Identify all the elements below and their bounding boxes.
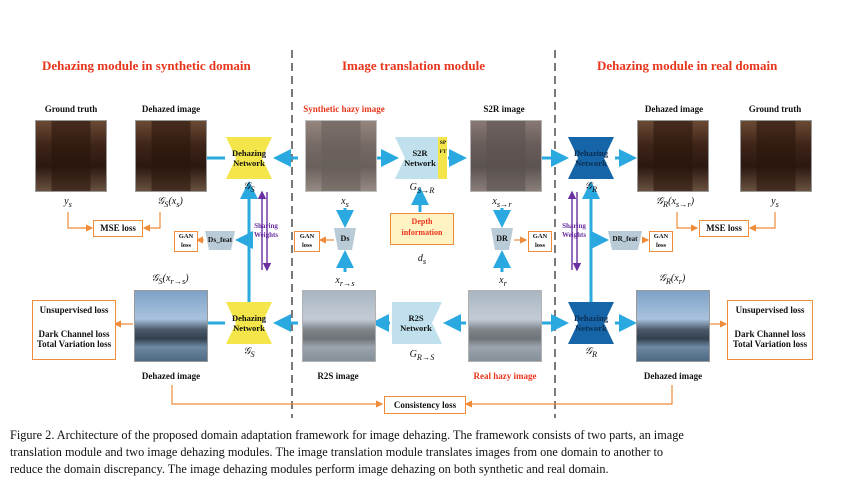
unsupervised-loss-title-right: Unsupervised loss — [735, 305, 805, 315]
dark-channel-loss-left: Dark Channel loss — [38, 329, 110, 339]
label-dehazed-bottom-right: Dehazed image — [643, 371, 703, 381]
depth-information-box: Depth information — [390, 213, 454, 245]
dr-label: DR — [496, 234, 508, 243]
photo-dehazed-bottom-left — [134, 290, 208, 362]
gan-loss-dr-feat: GAN loss — [649, 231, 673, 252]
photo-synthetic-hazy — [305, 120, 377, 192]
photo-r2s-image — [302, 290, 376, 362]
gan-loss-ds-feat: GAN loss — [174, 231, 198, 252]
r2s-network-label: R2S Network — [400, 313, 432, 333]
label-synthetic-hazy: Synthetic hazy image — [303, 104, 385, 114]
photo-dehazed-top-right — [637, 120, 709, 192]
math-xs: xs — [341, 196, 349, 209]
math-g-s2r: GS→R — [409, 182, 435, 195]
label-dehazed-bottom-left: Dehazed image — [141, 371, 201, 381]
photo-dehazed-bottom-right — [636, 290, 710, 362]
unsupervised-loss-right: Unsupervised loss Dark Channel loss Tota… — [727, 300, 813, 360]
math-ys-left: ys — [64, 196, 72, 209]
dehazing-network-top-left-shape — [226, 137, 272, 179]
ds-feat-label: Ds_feat — [207, 235, 233, 244]
total-variation-loss-left: Total Variation loss — [36, 339, 112, 349]
caption-line-1: Figure 2. Architecture of the proposed d… — [10, 428, 684, 442]
spft-label: SPFT — [439, 140, 447, 155]
sharing-weights-right: Sharing Weights — [561, 222, 587, 239]
figure-caption: Figure 2. Architecture of the proposed d… — [10, 427, 848, 478]
gan-loss-ds: GAN loss — [294, 231, 320, 252]
math-gs-xs: 𝒢S(xs) — [157, 196, 183, 209]
math-gs-top: 𝒢S — [243, 181, 255, 194]
mse-loss-right: MSE loss — [699, 220, 749, 237]
s2r-network-label: S2R Network — [404, 148, 436, 168]
dr-feat-label: DR_feat — [612, 235, 638, 243]
dehazing-network-top-right-label: Dehazing Network — [574, 148, 608, 168]
r2s-network-shape — [392, 302, 442, 344]
label-dehazed-top-right: Dehazed image — [644, 104, 704, 114]
photo-ground-truth-right — [740, 120, 812, 192]
math-gs-xr2s: 𝒢S(xr→s) — [151, 273, 189, 286]
mse-loss-left: MSE loss — [93, 220, 143, 237]
section-title-synthetic: Dehazing module in synthetic domain — [42, 58, 251, 73]
unsupervised-loss-left: Unsupervised loss Dark Channel loss Tota… — [32, 300, 116, 360]
label-dehazed-top-left: Dehazed image — [141, 104, 201, 114]
spft-block — [438, 137, 447, 179]
math-gr-xs2r: 𝒢R(xs→r) — [655, 196, 695, 209]
math-xr: xr — [499, 275, 507, 288]
section-title-real: Dehazing module in real domain — [597, 58, 778, 73]
math-gr-xr: 𝒢R(xr) — [658, 273, 686, 286]
photo-ground-truth-left — [35, 120, 107, 192]
dehazing-network-bottom-left-label: Dehazing Network — [232, 313, 266, 333]
ds-disc-shape — [334, 228, 356, 250]
photo-dehazed-top-left — [135, 120, 207, 192]
sharing-weights-left: Sharing Weights — [253, 222, 279, 239]
math-gr-bottom: 𝒢R — [584, 346, 598, 359]
dr-disc-shape — [491, 228, 513, 250]
ds-label: Ds — [340, 234, 350, 243]
section-title-translation: Image translation module — [342, 58, 485, 73]
math-ys-right: ys — [771, 196, 779, 209]
caption-line-3: reduce the domain discrepancy. The image… — [10, 462, 609, 476]
dehazing-network-bottom-right-label: Dehazing Network — [574, 313, 608, 333]
label-r2s-image: R2S image — [317, 371, 359, 381]
photo-real-hazy — [468, 290, 542, 362]
label-real-hazy: Real hazy image — [473, 371, 537, 381]
consistency-loss-box: Consistency loss — [384, 396, 466, 414]
gan-loss-dr: GAN loss — [528, 231, 552, 252]
dehazing-network-top-right-shape — [568, 137, 614, 179]
label-ground-truth-left: Ground truth — [44, 104, 98, 114]
dark-channel-loss-right: Dark Channel loss — [734, 329, 806, 339]
s2r-network-shape — [395, 137, 445, 179]
ds-feat-disc-shape — [205, 231, 235, 250]
photo-s2r-image — [470, 120, 542, 192]
label-ground-truth-right: Ground truth — [748, 104, 802, 114]
math-gr-top: 𝒢R — [584, 181, 598, 194]
dr-feat-disc-shape — [608, 231, 642, 250]
math-g-r2s: GR→S — [409, 349, 435, 362]
dehazing-network-bottom-right-shape — [568, 302, 614, 344]
math-xs2r: xs→r — [492, 196, 512, 209]
dehazing-network-top-left-label: Dehazing Network — [232, 148, 266, 168]
dehazing-network-bottom-left-shape — [226, 302, 272, 344]
unsupervised-loss-title-left: Unsupervised loss — [39, 305, 109, 315]
math-ds: ds — [417, 253, 427, 266]
label-s2r-image: S2R image — [483, 104, 525, 114]
math-xr2s: xr→s — [335, 275, 355, 288]
math-gs-bottom: 𝒢S — [243, 346, 255, 359]
caption-line-2: translation module and two image dehazin… — [10, 445, 664, 459]
total-variation-loss-right: Total Variation loss — [732, 339, 808, 349]
